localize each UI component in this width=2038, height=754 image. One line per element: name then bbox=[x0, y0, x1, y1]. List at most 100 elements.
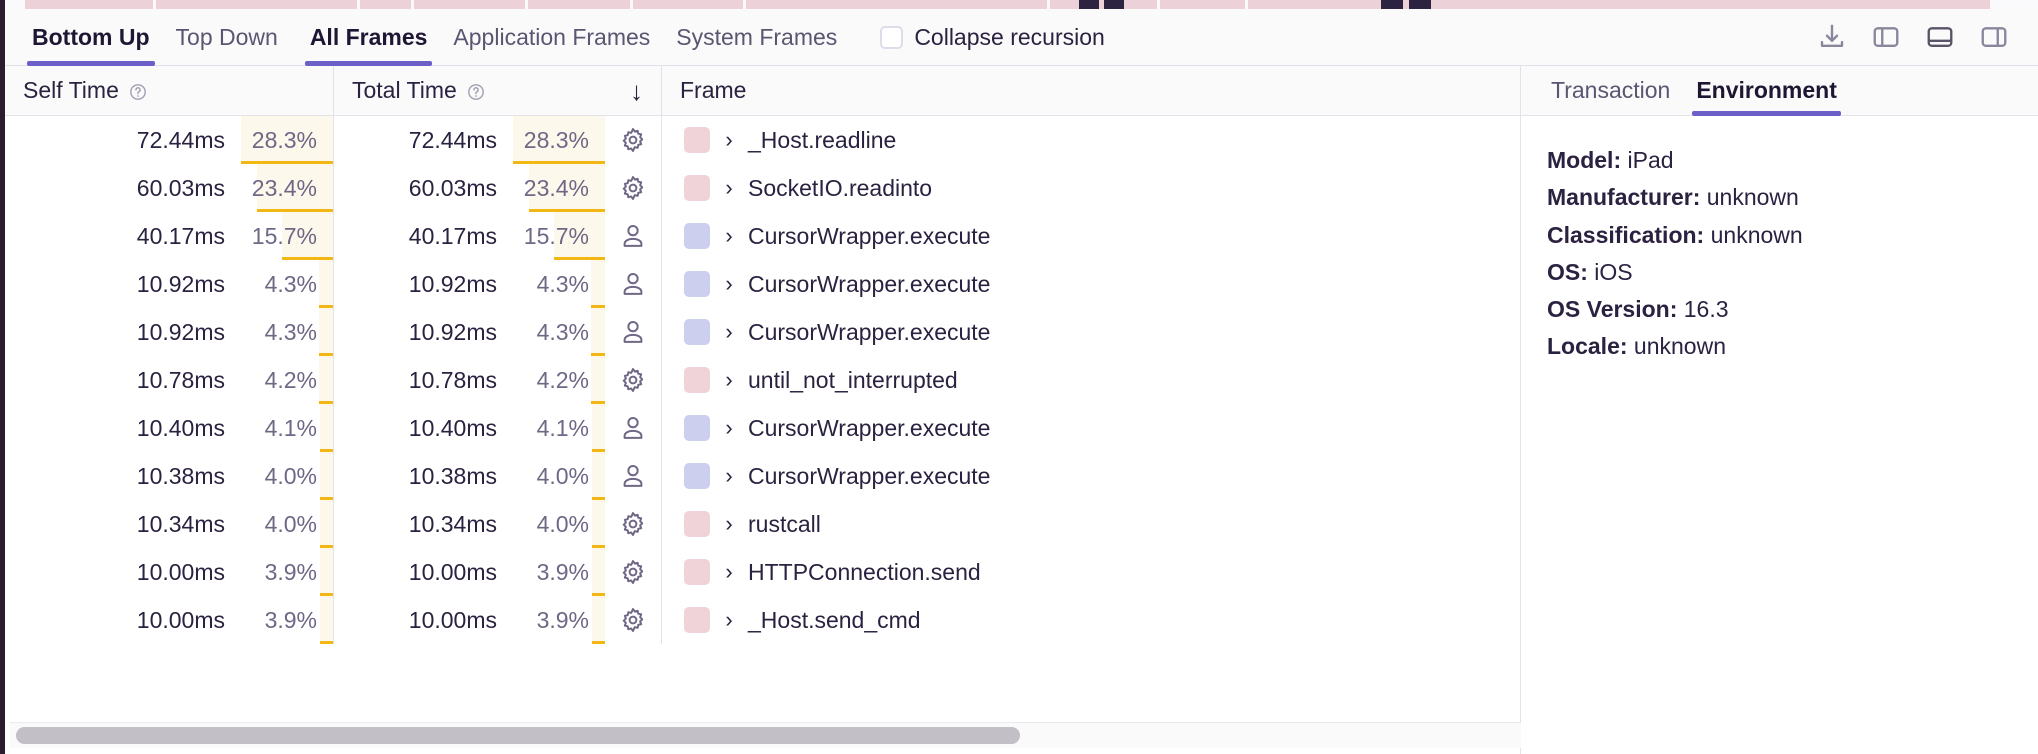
percent-cell: 4.3% bbox=[513, 260, 605, 308]
expand-chevron-icon[interactable]: › bbox=[725, 175, 733, 200]
column-header-total-time-label: Total Time bbox=[352, 77, 457, 103]
column-header-frame[interactable]: Frame bbox=[662, 66, 1520, 115]
expand-chevron-icon[interactable]: › bbox=[725, 511, 733, 536]
download-icon[interactable] bbox=[1810, 15, 1854, 59]
horizontal-scrollbar[interactable] bbox=[10, 722, 1521, 748]
bottom-panel-icon[interactable] bbox=[1918, 15, 1962, 59]
expand-chevron-icon[interactable]: › bbox=[725, 463, 733, 488]
percent-cell: 23.4% bbox=[513, 164, 605, 212]
system-frame-gear-icon[interactable] bbox=[605, 126, 661, 154]
environment-value: unknown bbox=[1633, 333, 1726, 360]
percent-value: 4.0% bbox=[536, 462, 589, 489]
percent-bar bbox=[591, 353, 605, 356]
tab-environment[interactable]: Environment bbox=[1686, 66, 1847, 116]
percent-cell: 3.9% bbox=[513, 596, 605, 644]
expand-chevron-icon[interactable]: › bbox=[725, 319, 733, 344]
column-header-total-time[interactable]: Total Time ↓ bbox=[334, 66, 662, 115]
horizontal-scrollbar-thumb[interactable] bbox=[16, 727, 1021, 744]
percent-bar bbox=[320, 593, 333, 596]
application-frame-user-icon[interactable] bbox=[605, 222, 661, 250]
left-panel-icon[interactable] bbox=[1864, 15, 1908, 59]
frame-name: _Host.send_cmd bbox=[748, 606, 921, 633]
expand-chevron-icon[interactable]: › bbox=[725, 559, 733, 584]
expand-chevron-icon[interactable]: › bbox=[725, 367, 733, 392]
total-time-value: 10.40ms bbox=[408, 414, 497, 441]
percent-value: 4.3% bbox=[536, 270, 589, 297]
percent-cell: 3.9% bbox=[241, 596, 333, 644]
application-frame-user-icon[interactable] bbox=[605, 414, 661, 442]
percent-bar bbox=[592, 593, 605, 596]
percent-bar bbox=[592, 449, 605, 452]
application-frame-user-icon[interactable] bbox=[605, 318, 661, 346]
percent-bar bbox=[591, 305, 605, 308]
system-frame-gear-icon[interactable] bbox=[605, 174, 661, 202]
toolbar-icon-group bbox=[1810, 15, 2038, 59]
frame-cell: › _Host.send_cmd bbox=[662, 596, 1520, 644]
expand-chevron-icon[interactable]: › bbox=[725, 415, 733, 440]
system-frame-gear-icon[interactable] bbox=[605, 510, 661, 538]
tab-top-down[interactable]: Top Down bbox=[163, 9, 291, 66]
environment-row: OS Version: 16.3 bbox=[1547, 291, 2012, 328]
right-panel-icon[interactable] bbox=[1972, 15, 2016, 59]
sort-descending-icon[interactable]: ↓ bbox=[630, 75, 643, 106]
expand-chevron-icon[interactable]: › bbox=[725, 223, 733, 248]
help-icon[interactable] bbox=[466, 81, 486, 101]
collapse-recursion-checkbox[interactable] bbox=[880, 25, 904, 49]
system-frame-gear-icon[interactable] bbox=[605, 558, 661, 586]
percent-bar-background bbox=[319, 356, 333, 404]
environment-row: Manufacturer: unknown bbox=[1547, 179, 2012, 216]
application-frame-user-icon[interactable] bbox=[605, 462, 661, 490]
percent-bar-background bbox=[591, 308, 605, 356]
tab-transaction[interactable]: Transaction bbox=[1541, 66, 1680, 116]
flamegraph-strip-cutoff[interactable] bbox=[5, 0, 2038, 9]
collapse-recursion-toggle[interactable]: Collapse recursion bbox=[880, 24, 1105, 51]
percent-bar bbox=[319, 353, 333, 356]
environment-key: OS Version: bbox=[1547, 296, 1678, 322]
column-header-self-time[interactable]: Self Time bbox=[5, 66, 334, 115]
percent-cell: 4.3% bbox=[513, 308, 605, 356]
expand-chevron-icon[interactable]: › bbox=[725, 271, 733, 296]
expand-chevron-icon[interactable]: › bbox=[725, 127, 733, 152]
percent-bar-background bbox=[591, 260, 605, 308]
tab-all-frames[interactable]: All Frames bbox=[297, 9, 441, 66]
system-frame-gear-icon[interactable] bbox=[605, 606, 661, 634]
help-icon[interactable] bbox=[128, 81, 148, 101]
percent-bar bbox=[554, 257, 605, 260]
system-frame-gear-icon[interactable] bbox=[605, 366, 661, 394]
environment-value: unknown bbox=[1710, 221, 1803, 248]
frame-color-swatch bbox=[684, 271, 710, 297]
percent-bar-background bbox=[592, 500, 605, 548]
percent-bar bbox=[319, 305, 333, 308]
tab-system-frames[interactable]: System Frames bbox=[663, 9, 850, 66]
expand-chevron-icon[interactable]: › bbox=[725, 607, 733, 632]
percent-cell: 28.3% bbox=[513, 116, 605, 164]
frame-name: CursorWrapper.execute bbox=[748, 462, 991, 489]
percent-bar bbox=[320, 449, 333, 452]
tab-bottom-up[interactable]: Bottom Up bbox=[19, 9, 163, 66]
percent-bar bbox=[592, 545, 605, 548]
tab-application-frames[interactable]: Application Frames bbox=[440, 9, 663, 66]
frame-color-swatch bbox=[684, 319, 710, 345]
application-frame-user-icon[interactable] bbox=[605, 270, 661, 298]
